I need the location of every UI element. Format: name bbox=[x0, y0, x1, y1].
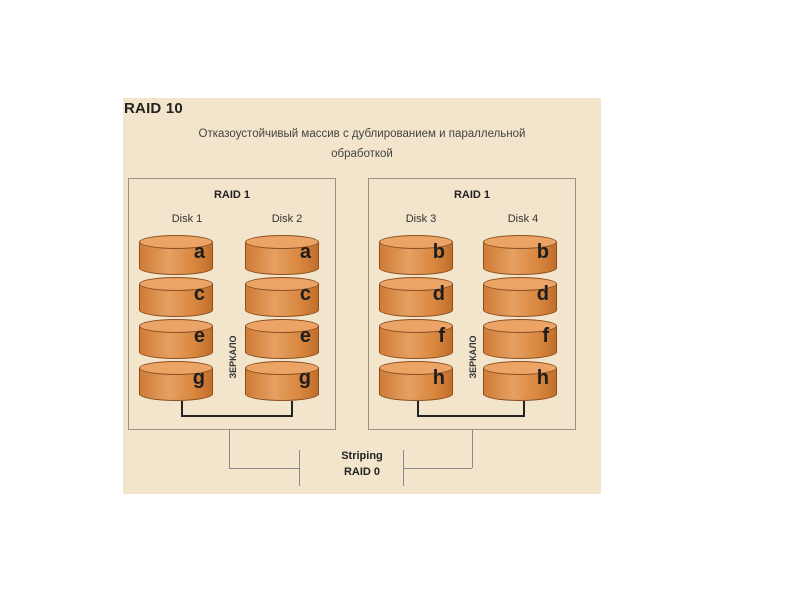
disk-block: d bbox=[379, 277, 453, 317]
stripe-line-left-vertical bbox=[229, 430, 230, 468]
disk-block: a bbox=[139, 235, 213, 275]
mirror-connector bbox=[181, 401, 293, 417]
striping-line-1: Striping bbox=[341, 450, 383, 462]
raid10-diagram: RAID 10 Отказоустойчивый массив с дублир… bbox=[123, 98, 601, 494]
stripe-line-right-vertical bbox=[472, 430, 473, 468]
mirror-connector bbox=[417, 401, 525, 417]
group-title: RAID 1 bbox=[213, 189, 251, 201]
striping-label: Striping RAID 0 bbox=[301, 448, 423, 480]
disk-label-2: Disk 2 bbox=[271, 213, 303, 225]
disk-block: g bbox=[245, 361, 319, 401]
disk-block: h bbox=[483, 361, 557, 401]
disk-block: e bbox=[139, 319, 213, 359]
disk-block: g bbox=[139, 361, 213, 401]
disk-block: h bbox=[379, 361, 453, 401]
raid1-group-left: RAID 1 Disk 1 Disk 2 ЗЕРКАЛО a c e g a c… bbox=[128, 178, 336, 430]
stripe-bracket-right bbox=[403, 450, 404, 486]
diagram-subtitle: Отказоустойчивый массив с дублированием … bbox=[123, 124, 601, 164]
disk-block: c bbox=[245, 277, 319, 317]
disk-block: b bbox=[379, 235, 453, 275]
stripe-line-right-horizontal bbox=[404, 468, 472, 469]
disk-label-3: Disk 3 bbox=[405, 213, 437, 225]
stripe-line-left-horizontal bbox=[229, 468, 299, 469]
disk-block: f bbox=[379, 319, 453, 359]
disk-label-1: Disk 1 bbox=[171, 213, 203, 225]
diagram-title: RAID 10 bbox=[124, 100, 183, 117]
subtitle-line-1: Отказоустойчивый массив с дублированием … bbox=[198, 128, 526, 140]
disk-label-4: Disk 4 bbox=[507, 213, 539, 225]
disk-block: f bbox=[483, 319, 557, 359]
disk-block: a bbox=[245, 235, 319, 275]
group-title: RAID 1 bbox=[453, 189, 491, 201]
disk-block: d bbox=[483, 277, 557, 317]
disk-block: b bbox=[483, 235, 557, 275]
disk-block: e bbox=[245, 319, 319, 359]
subtitle-line-2: обработкой bbox=[331, 148, 393, 160]
stripe-bracket-left bbox=[299, 450, 300, 486]
striping-line-2: RAID 0 bbox=[343, 466, 381, 478]
raid1-group-right: RAID 1 Disk 3 Disk 4 ЗЕРКАЛО b d f h b d… bbox=[368, 178, 576, 430]
disk-block: c bbox=[139, 277, 213, 317]
